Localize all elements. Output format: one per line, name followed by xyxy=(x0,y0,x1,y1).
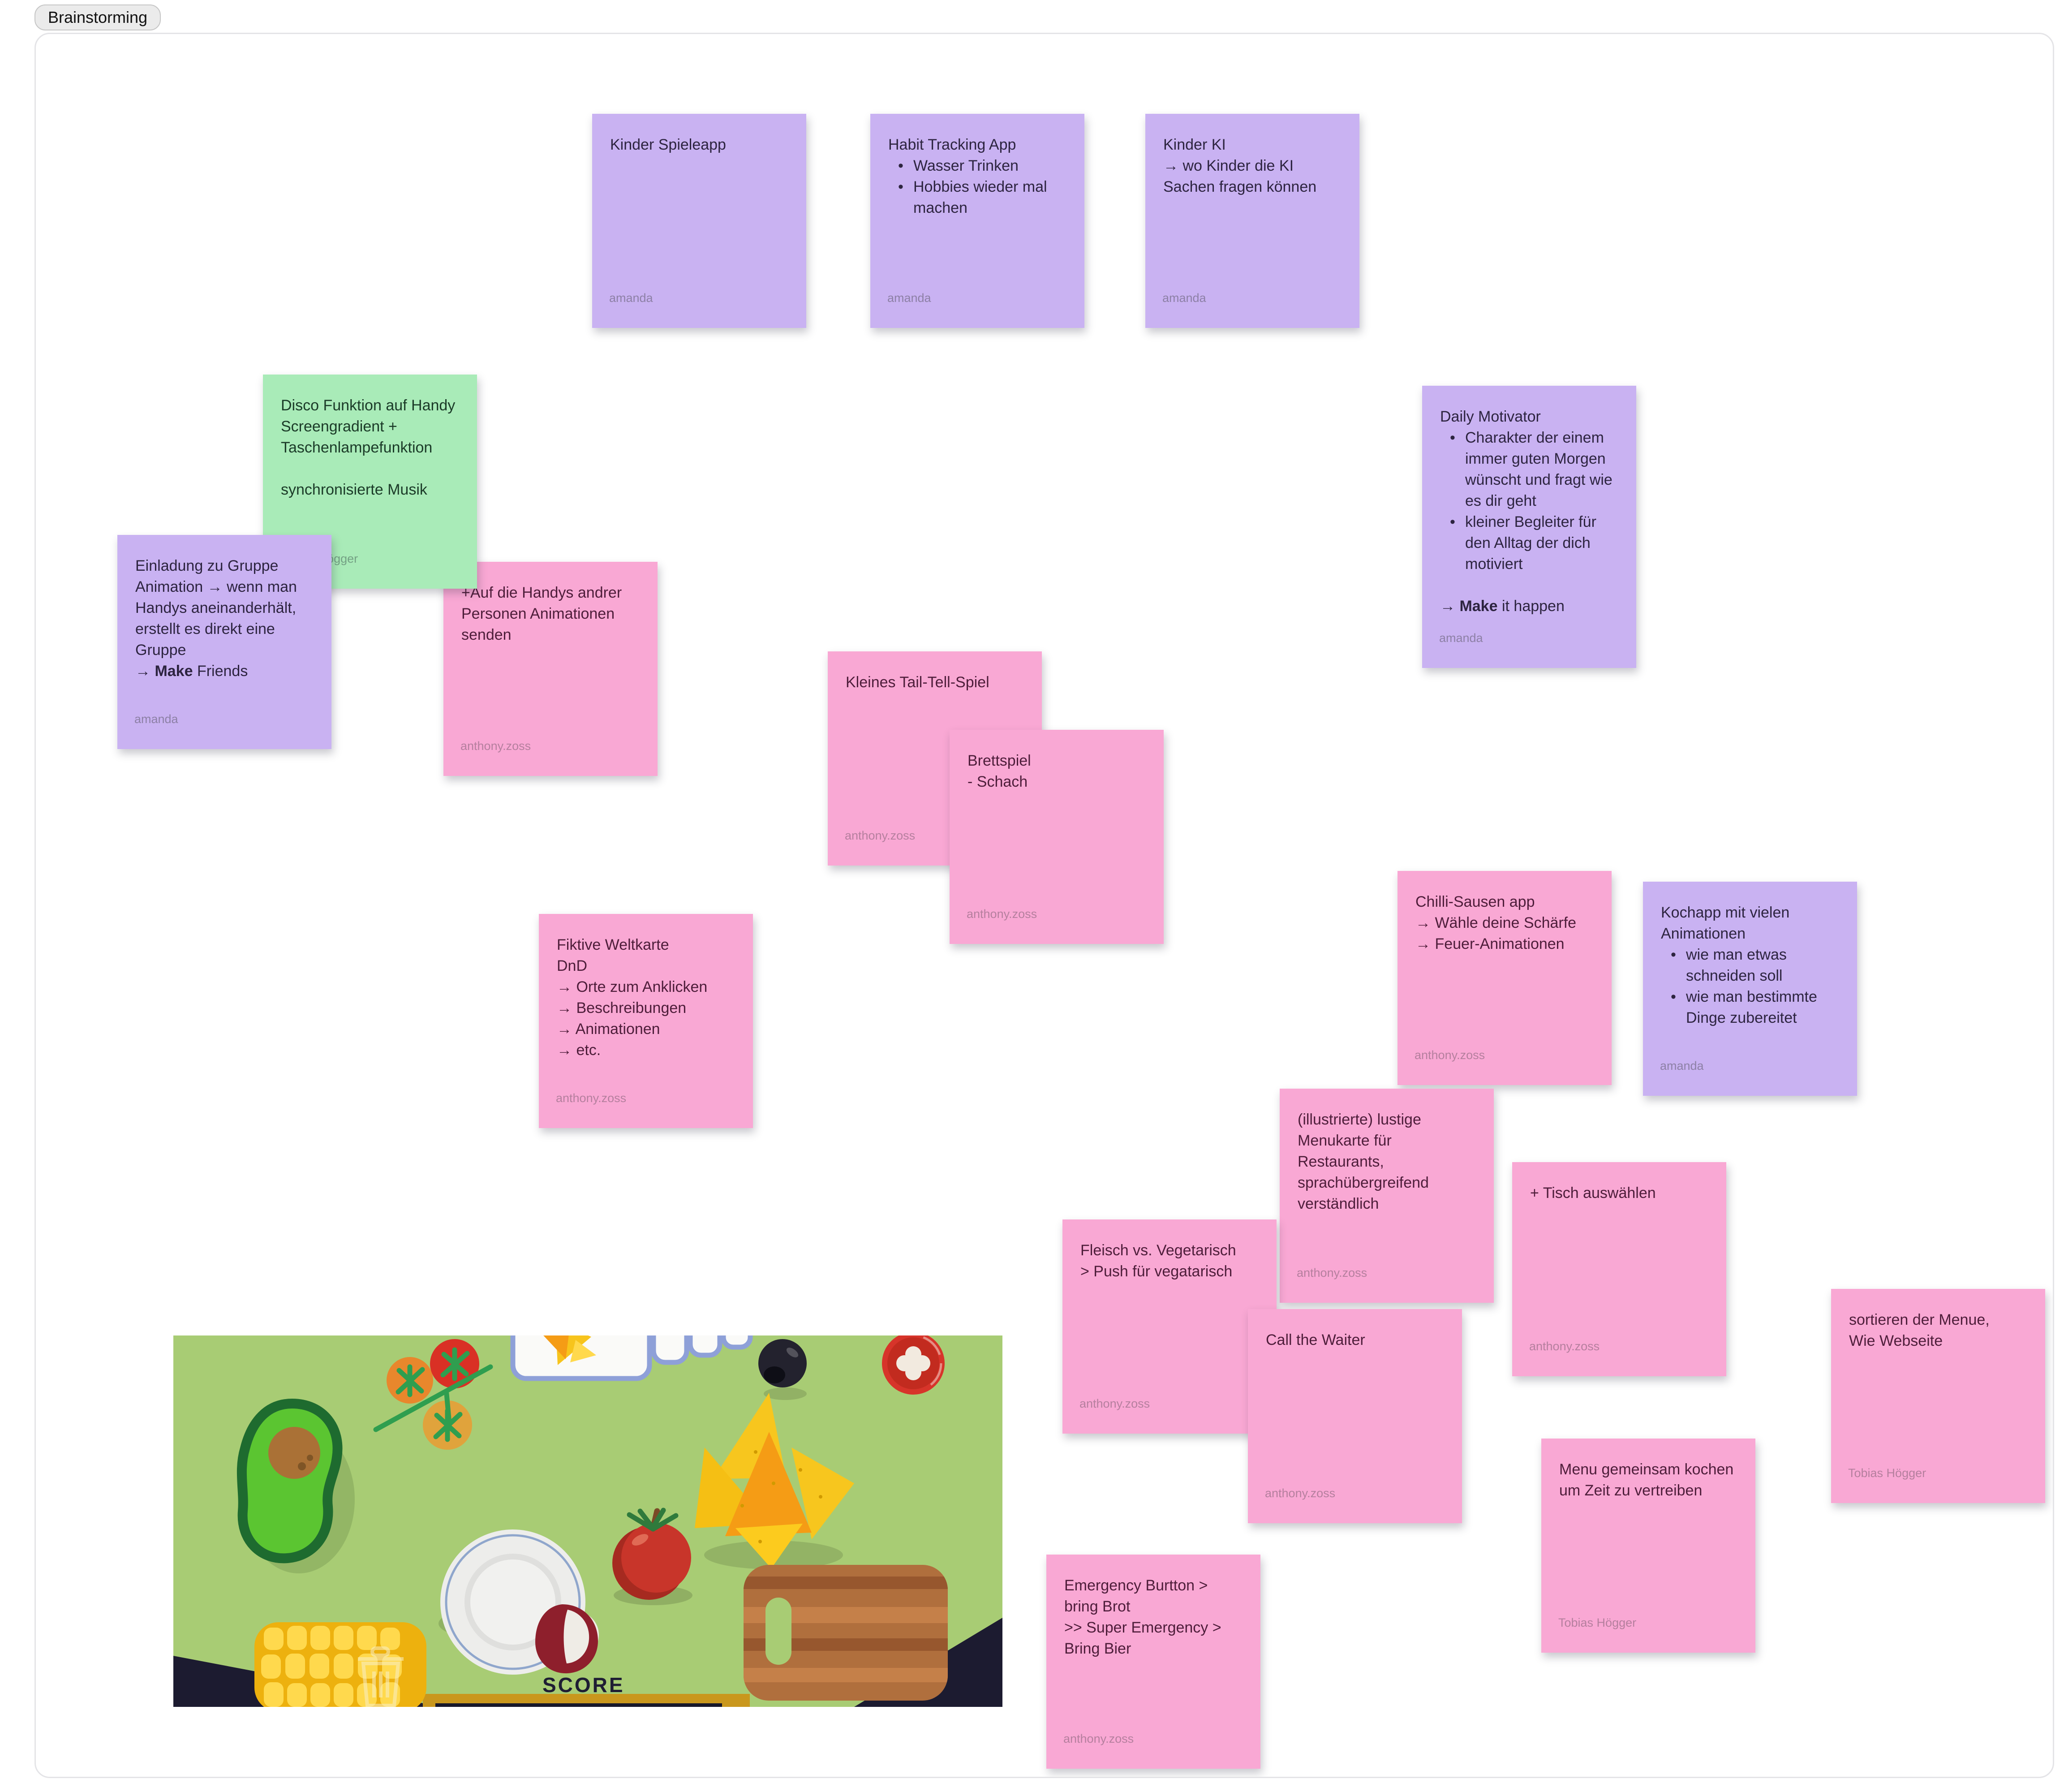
corn-icon xyxy=(254,1622,426,1707)
whiteboard-canvas[interactable]: SCORE Kinder Spieleapp amanda Habit Tracki… xyxy=(34,33,2054,1778)
board-title: Brainstorming xyxy=(48,8,148,26)
note-text: + Tisch auswählen xyxy=(1530,1185,1656,1202)
note-author: anthony.zoss xyxy=(967,907,1037,921)
note-text: Emergency Burtton >bring Brot>> Super Em… xyxy=(1064,1577,1221,1657)
game-score-bar-inner xyxy=(435,1703,722,1707)
sticky-note-chilli-sausen-app[interactable]: Chilli-Sausen app→ Wähle deine Schärfe→ … xyxy=(1398,871,1612,1085)
sticky-note-call-the-waiter[interactable]: Call the Waiter anthony.zoss xyxy=(1248,1309,1462,1523)
note-text: Chilli-Sausen app→ Wähle deine Schärfe→ … xyxy=(1415,893,1577,952)
tomato-vine-icon xyxy=(373,1339,493,1450)
score-badge-icon xyxy=(535,1604,599,1674)
tomato-icon xyxy=(612,1508,692,1605)
note-text: Daily MotivatorCharakter der einem immer… xyxy=(1440,406,1620,617)
note-author: anthony.zoss xyxy=(1079,1397,1150,1410)
note-text: Call the Waiter xyxy=(1266,1331,1365,1348)
note-author: anthony.zoss xyxy=(1265,1486,1336,1500)
sticky-note-fleisch-vs-vegetarisch[interactable]: Fleisch vs. Vegetarisch> Push für vegata… xyxy=(1062,1219,1277,1434)
note-author: amanda xyxy=(1162,291,1206,305)
avocado-icon xyxy=(236,1398,355,1573)
note-author: anthony.zoss xyxy=(1297,1266,1367,1279)
olive-icon xyxy=(758,1339,807,1400)
score-label: SCORE xyxy=(542,1673,625,1697)
note-text: Fleisch vs. Vegetarisch> Push für vegata… xyxy=(1080,1242,1236,1280)
note-author: amanda xyxy=(1660,1059,1704,1073)
note-author: amanda xyxy=(1439,631,1483,645)
note-author: anthony.zoss xyxy=(1415,1048,1485,1062)
note-author: anthony.zoss xyxy=(1529,1340,1600,1353)
note-text: Kochapp mit vielenAnimationenwie man etw… xyxy=(1661,902,1841,1029)
sticky-note-tisch-auswaehlen[interactable]: + Tisch auswählen anthony.zoss xyxy=(1512,1162,1726,1376)
note-author: anthony.zoss xyxy=(460,739,531,753)
note-text: Habit Tracking AppWasser TrinkenHobbies … xyxy=(888,134,1068,219)
hand-card-icon xyxy=(510,1335,753,1381)
note-author: anthony.zoss xyxy=(845,829,916,842)
sticky-note-emergency-button[interactable]: Emergency Burtton >bring Brot>> Super Em… xyxy=(1046,1555,1260,1769)
note-author: amanda xyxy=(609,291,653,305)
note-author: Tobias Högger xyxy=(1848,1466,1926,1480)
game-image[interactable]: SCORE xyxy=(173,1335,1002,1707)
sticky-note-brettspiel-schach[interactable]: Brettspiel- Schach anthony.zoss xyxy=(950,730,1164,944)
note-author: Tobias Högger xyxy=(1558,1616,1637,1629)
sticky-note-daily-motivator[interactable]: Daily MotivatorCharakter der einem immer… xyxy=(1422,386,1636,668)
cutting-board-icon xyxy=(744,1565,948,1701)
note-text: sortieren der Menue,Wie Webseite xyxy=(1849,1311,1990,1349)
note-text: Kinder Spieleapp xyxy=(610,136,726,153)
sticky-note-kochapp-animationen[interactable]: Kochapp mit vielenAnimationenwie man etw… xyxy=(1643,882,1857,1096)
nacho-chips-icon xyxy=(695,1393,854,1569)
note-text: Kleines Tail-Tell-Spiel xyxy=(846,674,989,691)
sticky-note-kinder-spieleapp[interactable]: Kinder Spieleapp amanda xyxy=(592,114,806,328)
tomato-slice-icon xyxy=(882,1335,945,1395)
note-text: Brettspiel- Schach xyxy=(968,752,1031,790)
trash-icon xyxy=(358,1646,404,1707)
board-title-tab[interactable]: Brainstorming xyxy=(34,4,161,30)
note-author: anthony.zoss xyxy=(1063,1732,1134,1745)
note-author: amanda xyxy=(134,712,178,726)
note-author: amanda xyxy=(887,291,931,305)
sticky-note-habit-tracking-app[interactable]: Habit Tracking AppWasser TrinkenHobbies … xyxy=(870,114,1084,328)
note-author: anthony.zoss xyxy=(556,1091,627,1105)
